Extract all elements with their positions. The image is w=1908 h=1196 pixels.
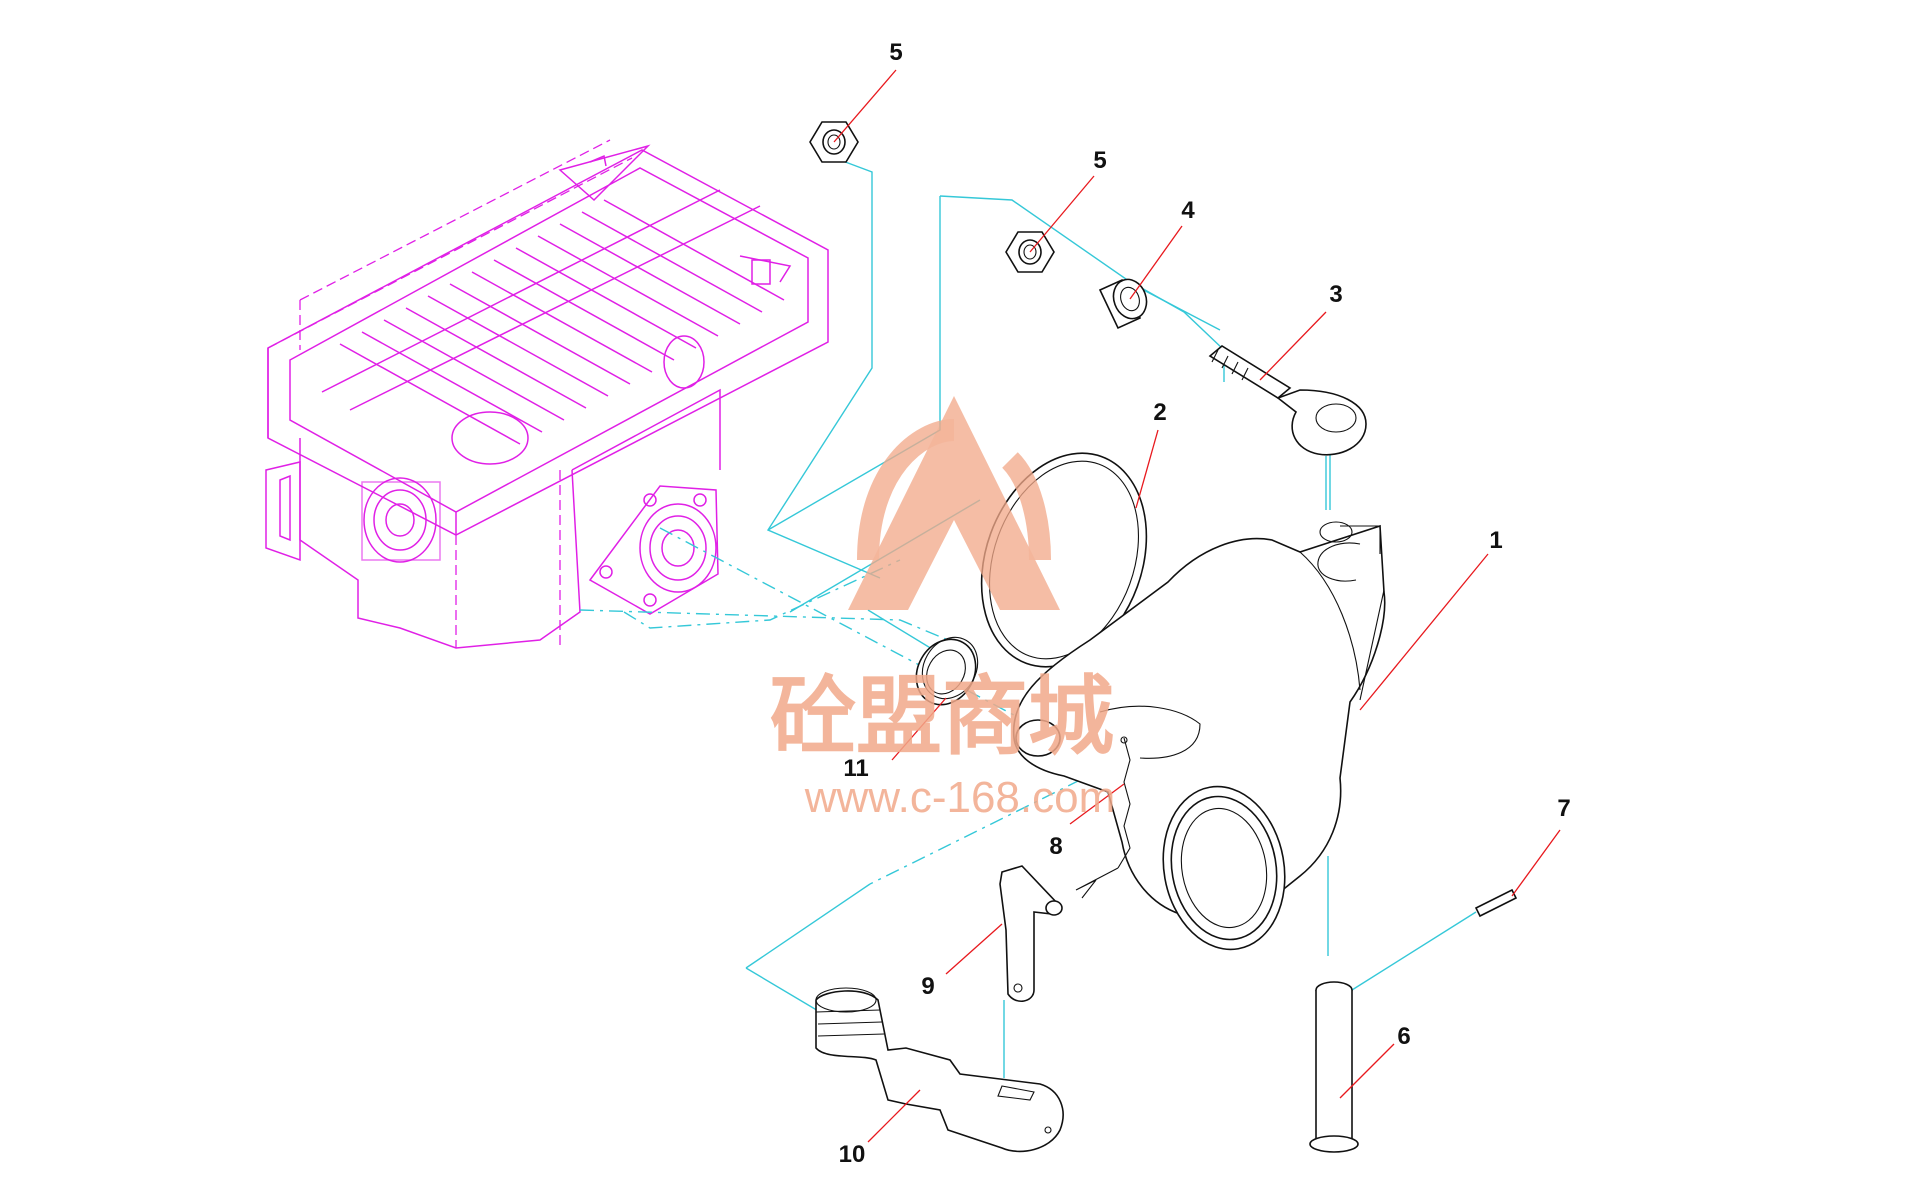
watermark-text: 砼盟商城 [770,667,1114,767]
assembly-lines [579,159,1477,1078]
leader-lines [833,69,1561,1143]
lock-nut [915,636,979,706]
chain [1075,736,1131,899]
bushing [1098,278,1148,330]
hopper-assembly [265,139,829,650]
callout-5-middle: 5 [1093,147,1106,174]
callout-8: 8 [1049,833,1062,860]
callout-11: 11 [843,755,868,782]
callout-4: 4 [1181,197,1195,224]
callout-7: 7 [1557,795,1570,822]
callout-9: 9 [921,973,934,1000]
callout-10: 10 [839,1141,866,1168]
lever [999,865,1063,1002]
callouts: 5 5 4 3 2 1 11 8 7 9 6 10 [839,39,1571,1168]
watermark: 砼盟商城 www.c-168.com [770,396,1115,822]
clevis-pin [1309,981,1359,1153]
callout-1: 1 [1489,527,1502,554]
eye-bolt [1208,345,1367,456]
callout-3: 3 [1329,281,1342,308]
swing-arm-housing [1012,521,1386,951]
callout-5-top: 5 [889,39,902,66]
callout-2: 2 [1153,399,1166,426]
callout-6: 6 [1397,1023,1410,1050]
cotter-pin [1474,888,1518,918]
watermark-url: www.c-168.com [804,773,1116,822]
watermark-logo [848,396,1060,610]
pivot-shaft [815,987,1064,1153]
